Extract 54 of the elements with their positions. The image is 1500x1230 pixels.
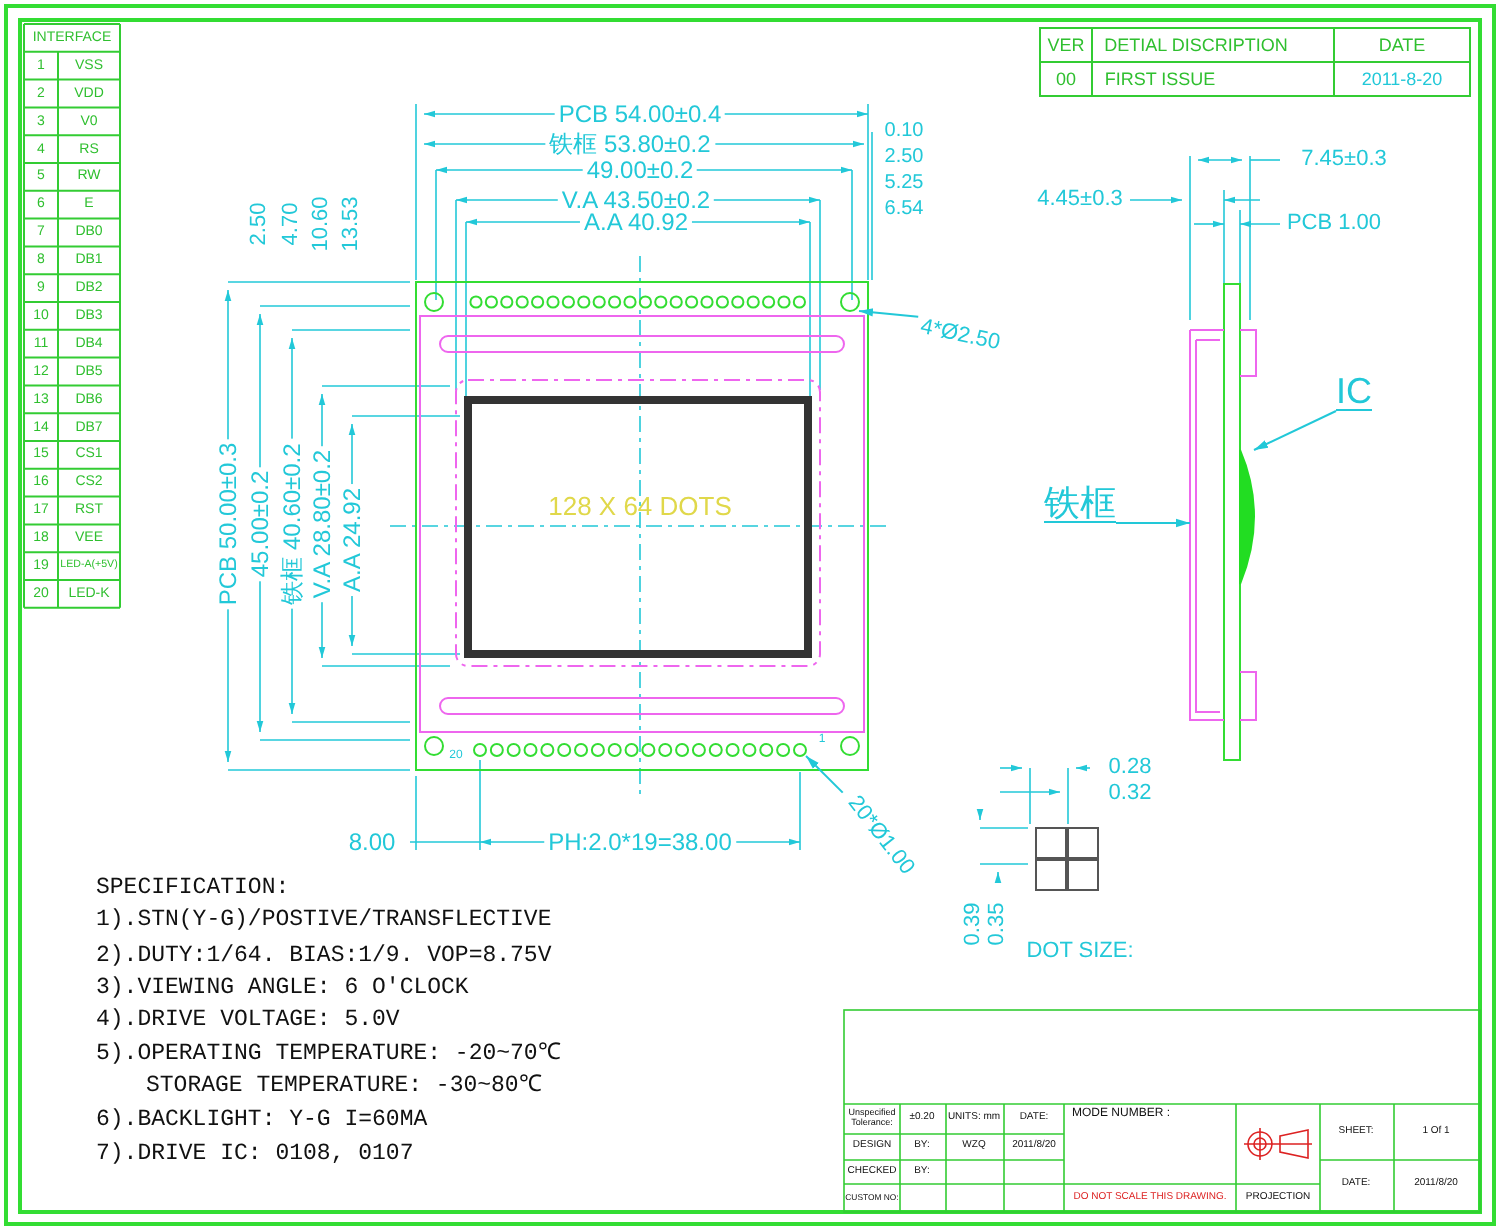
dimension-label: 6.54 [880,200,928,220]
callout-label: IC [1336,373,1372,411]
dimension-label: 0.32 [1108,783,1152,805]
dimension-label: 4.45±0.3 [1037,189,1123,211]
col-header: DETIAL DISCRIPTION [1104,36,1288,54]
dimension-label: 45.00±0.2 [248,466,272,582]
mounting-hole [840,292,860,312]
spec-line: 4).DRIVE VOLTAGE: 5.0V [96,1008,400,1032]
leader-line [1253,410,1337,451]
display-caption: 128 X 64 DOTS [548,493,732,519]
leader-line [858,308,920,318]
dimension-label: PCB 50.00±0.3 [216,438,240,610]
dimension-label: 7.45±0.3 [1301,149,1387,171]
dimension-label: 铁框 40.60±0.2 [280,439,304,609]
spec-line: 1).STN(Y-G)/POSTIVE/TRANSFLECTIVE [96,908,552,932]
version-number: 00 [1056,70,1076,88]
dimension-label: A.A 40.92 [579,210,693,234]
dimension-label: 13.53 [341,192,363,256]
dimension-label: PCB 54.00±0.4 [554,102,726,126]
leader-line [805,755,844,794]
dimension-label: 5.25 [880,174,928,194]
dimension-label: PH:2.0*19=38.00 [544,830,736,854]
col-header: VER [1047,36,1085,54]
spec-line: 3).VIEWING ANGLE: 6 O'CLOCK [96,976,469,1000]
frame-outline [1189,329,1257,721]
dimension-label: V.A 43.50±0.2 [557,188,715,212]
dimension-label: 4.70 [281,198,303,250]
dimension-label: 2.50 [880,148,928,168]
dimension-label: 0.28 [1108,757,1152,779]
dimension-label: 8.00 [344,830,400,854]
dimension-label: A.A 24.92 [340,483,364,597]
dimension-label: 0.35 [987,902,1009,946]
spec-line: 7).DRIVE IC: 0108, 0107 [96,1142,414,1166]
section-heading: SPECIFICATION: [96,876,290,900]
leader-line [1115,518,1191,528]
spec-line: 5).OPERATING TEMPERATURE: -20~70℃ [96,1042,560,1066]
spec-line: 6).BACKLIGHT: Y-G I=60MA [96,1108,428,1132]
callout-label: 铁框 [1044,485,1116,523]
dimension-label: 0.39 [963,902,985,946]
caption-label: DOT SIZE: [1026,941,1134,963]
dimension-label: 0.10 [880,122,928,142]
pin-pad [793,743,807,757]
revision-description: FIRST ISSUE [1104,70,1216,88]
revision-date: 2011-8-20 [1361,70,1443,88]
dimension-label: 铁框 53.80±0.2 [545,132,715,156]
spec-line: 2).DUTY:1/64. BIAS:1/9. VOP=8.75V [96,944,552,968]
dimension-label: 49.00±0.2 [582,158,698,182]
dimension-label: 10.60 [311,192,333,256]
dimension-label: V.A 28.80±0.2 [310,445,334,603]
col-header: DATE [1378,36,1426,54]
dimension-label: 2.50 [249,198,271,250]
callout-label: 4*Ø2.50 [918,316,1002,356]
dimension-label: PCB 1.00 [1286,213,1382,235]
spec-line: STORAGE TEMPERATURE: -30~80℃ [146,1074,541,1098]
